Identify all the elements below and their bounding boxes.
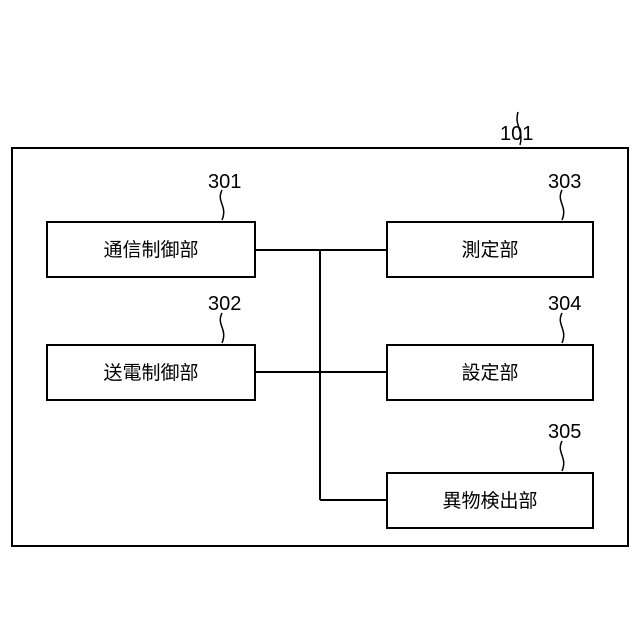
block-304-ref: 304 bbox=[548, 293, 581, 315]
block-301-label: 通信制御部 bbox=[103, 239, 198, 261]
block-301-ref: 301 bbox=[208, 171, 241, 193]
device-ref-label: 101 bbox=[500, 123, 533, 145]
block-304-label: 設定部 bbox=[461, 362, 518, 384]
block-302-label: 送電制御部 bbox=[103, 362, 198, 384]
block-305-ref: 305 bbox=[548, 421, 581, 443]
block-303-label: 測定部 bbox=[461, 239, 518, 261]
block-305-label: 異物検出部 bbox=[442, 490, 537, 512]
block-302-ref: 302 bbox=[208, 293, 241, 315]
block-303-ref: 303 bbox=[548, 171, 581, 193]
